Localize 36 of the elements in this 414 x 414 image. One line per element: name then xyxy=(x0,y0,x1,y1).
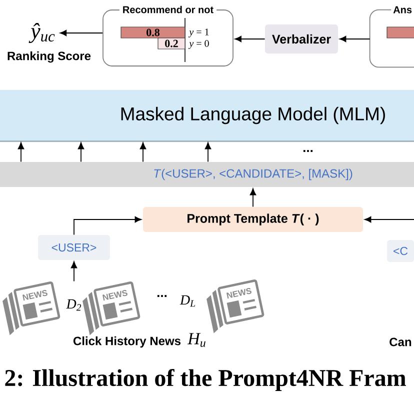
panel-title: Recommend or not xyxy=(119,4,217,14)
math-symbol: D$_{2}$ xyxy=(66,299,82,311)
model-band: Masked Language Model (MLM) xyxy=(0,90,414,142)
masthead-text: NEWS xyxy=(226,288,252,299)
math-symbol: ŷ$_{uc}$ xyxy=(28,22,55,44)
arrow xyxy=(364,216,414,223)
masthead-text: NEWS xyxy=(102,290,128,301)
process-box: Verbalizer xyxy=(265,24,338,54)
math-symbol: D$_{L}$ xyxy=(180,295,196,307)
arrow xyxy=(339,36,370,42)
arrow xyxy=(140,142,146,162)
math-symbol: H$_{u}$ xyxy=(187,333,206,347)
token-box: <C xyxy=(387,240,414,262)
arrow xyxy=(78,142,84,162)
arrow xyxy=(60,30,103,36)
arrow xyxy=(74,216,142,236)
bar: 0.8 xyxy=(120,26,186,38)
score-label: Ranking Score xyxy=(8,51,91,63)
arrow xyxy=(204,142,212,162)
masthead-text: NEWS xyxy=(22,290,48,301)
group-label: Can xyxy=(390,338,412,346)
figure-caption: 2: Illustration of the Prompt4NR Fram xyxy=(5,369,406,392)
ellipsis: ... xyxy=(157,295,167,297)
panel-title: Ans xyxy=(391,5,414,14)
ellipsis: ... xyxy=(303,150,313,152)
arrow xyxy=(18,142,24,162)
prompt-band: T(<USER>, <CANDIDATE>, [MASK]) xyxy=(0,162,414,187)
axis-label: y = 0 xyxy=(188,40,209,49)
group-label: Click History News xyxy=(73,336,181,348)
process-box: Prompt Template T( · ) xyxy=(143,207,363,232)
arrow xyxy=(70,261,78,282)
axis-label: y = 1 xyxy=(188,28,209,38)
arrow xyxy=(250,188,256,208)
arrow xyxy=(234,36,266,42)
token-box: <USER> xyxy=(38,235,110,260)
bar: 0.2 xyxy=(158,38,186,50)
